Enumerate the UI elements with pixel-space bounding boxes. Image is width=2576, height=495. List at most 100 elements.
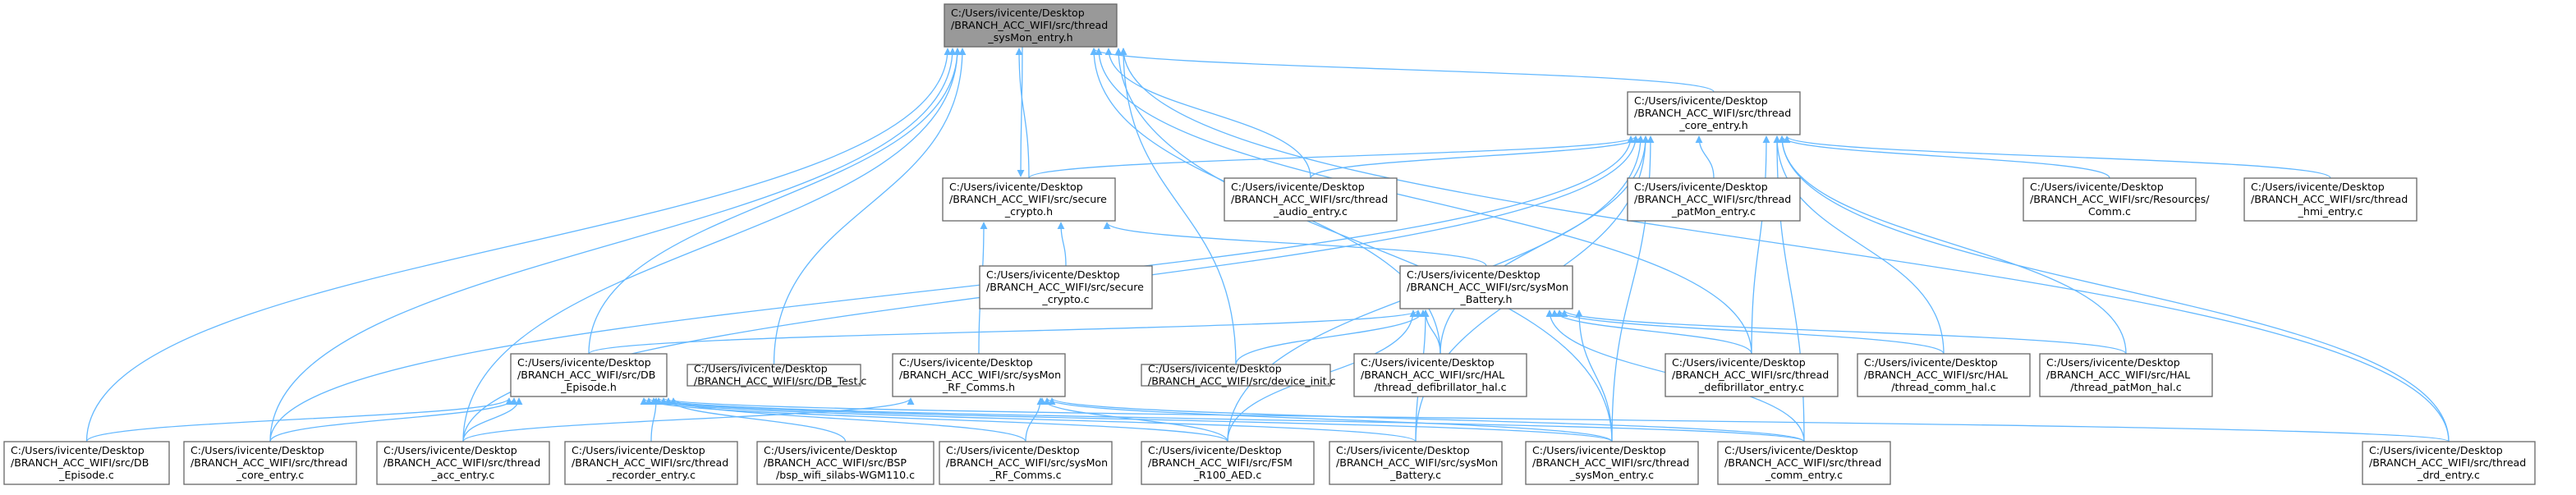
edge-secure-crypto-h-to-core-entry-h <box>1028 135 1640 179</box>
node-label-line: /BRANCH_ACC_WIFI/src/thread <box>1532 456 1689 469</box>
node-label-line: /BRANCH_ACC_WIFI/src/Resources/ <box>2030 193 2210 205</box>
node-label-line: /BRANCH_ACC_WIFI/src/thread <box>1724 456 1881 469</box>
node-label-line: /BRANCH_ACC_WIFI/src/thread <box>2251 193 2408 205</box>
edge <box>1090 48 1715 93</box>
node-audio-entry-c[interactable]: C:/Users/ivicente/Desktop/BRANCH_ACC_WIF… <box>1224 177 1398 222</box>
node-box <box>1665 353 1839 397</box>
node-label-line: _crypto.h <box>1004 205 1053 218</box>
node-sysmon-rf-comms-c[interactable]: C:/Users/ivicente/Desktop/BRANCH_ACC_WIF… <box>939 441 1113 485</box>
node-label-line: /thread_comm_hal.c <box>1891 381 1995 393</box>
node-label-line: C:/Users/ivicente/Desktop <box>1672 356 1806 369</box>
node-label-line: /BRANCH_ACC_WIFI/src/thread <box>572 456 728 469</box>
node-box <box>1141 441 1315 485</box>
node-label-line: C:/Users/ivicente/Desktop <box>1231 181 1365 193</box>
edge <box>462 397 915 442</box>
edge <box>1778 135 2110 179</box>
node-hal-patmon-c[interactable]: C:/Users/ivicente/Desktop/BRANCH_ACC_WIF… <box>2039 353 2213 397</box>
node-label-line: _Battery.c <box>1389 469 1441 481</box>
node-sysmon-entry-h[interactable]: C:/Users/ivicente/Desktop/BRANCH_ACC_WIF… <box>944 3 1118 48</box>
edge-db-episode-h-to-sysmon-battery-h <box>588 309 1422 355</box>
node-label-line: _core_entry.h <box>1678 119 1747 131</box>
node-label-line: C:/Users/ivicente/Desktop <box>11 444 145 456</box>
node-hal-comm-c[interactable]: C:/Users/ivicente/Desktop/BRANCH_ACC_WIF… <box>1857 353 2031 397</box>
node-label-line: C:/Users/ivicente/Desktop <box>191 444 324 456</box>
node-resources-comm-c[interactable]: C:/Users/ivicente/Desktop/BRANCH_ACC_WIF… <box>2023 177 2210 222</box>
edge-resources-comm-c-to-core-entry-h <box>1778 135 2110 179</box>
node-db-episode-h[interactable]: C:/Users/ivicente/Desktop/BRANCH_ACC_WIF… <box>510 353 668 397</box>
edge <box>588 309 1422 355</box>
node-label-line: C:/Users/ivicente/Desktop <box>2369 444 2503 456</box>
edge-sysmon-entry-c-to-db-episode-h <box>650 397 1613 442</box>
edge-audio-entry-c-to-core-entry-h <box>1310 135 1645 179</box>
node-label-line: /BRANCH_ACC_WIFI/src/secure <box>949 193 1107 205</box>
node-db-episode-c[interactable]: C:/Users/ivicente/Desktop/BRANCH_ACC_WIF… <box>3 441 170 485</box>
node-hmi-entry-c[interactable]: C:/Users/ivicente/Desktop/BRANCH_ACC_WIF… <box>2243 177 2418 222</box>
edge <box>269 397 518 442</box>
node-patmon-entry-c[interactable]: C:/Users/ivicente/Desktop/BRANCH_ACC_WIF… <box>1627 177 1801 222</box>
node-core-entry-h[interactable]: C:/Users/ivicente/Desktop/BRANCH_ACC_WIF… <box>1627 91 1801 135</box>
edge-sysmon-entry-c-to-sysmon-battery-h <box>1575 309 1613 442</box>
edge <box>650 397 1613 442</box>
edge <box>1310 135 1645 179</box>
edge-comm-entry-c-to-sysmon-rf-comms-h <box>1048 397 1805 442</box>
edge-sysmon-entry-c-to-sysmon-entry-h <box>1114 48 1613 442</box>
edge <box>664 397 847 442</box>
node-label-line: C:/Users/ivicente/Desktop <box>946 444 1080 456</box>
node-label-line: /BRANCH_ACC_WIFI/src/DB <box>11 456 149 469</box>
edge <box>1104 48 1311 179</box>
node-layer: C:/Users/ivicente/Desktop/BRANCH_ACC_WIF… <box>3 3 2536 485</box>
node-sysmon-entry-c[interactable]: C:/Users/ivicente/Desktop/BRANCH_ACC_WIF… <box>1525 441 1699 485</box>
node-defib-entry-c[interactable]: C:/Users/ivicente/Desktop/BRANCH_ACC_WIF… <box>1665 353 1839 397</box>
node-label-line: /bsp_wifi_silabs-WGM110.c <box>776 469 915 481</box>
node-fsm-r100-aed-c[interactable]: C:/Users/ivicente/Desktop/BRANCH_ACC_WIF… <box>1141 441 1315 485</box>
node-box <box>939 441 1113 485</box>
node-box <box>1353 353 1527 397</box>
node-hal-defib-c[interactable]: C:/Users/ivicente/Desktop/BRANCH_ACC_WIF… <box>1353 353 1527 397</box>
node-device-init-c[interactable]: C:/Users/ivicente/Desktop/BRANCH_ACC_WIF… <box>1141 363 1336 387</box>
node-label-line: /thread_patMon_hal.c <box>2070 381 2182 393</box>
edge <box>654 397 1805 442</box>
node-drd-entry-c[interactable]: C:/Users/ivicente/Desktop/BRANCH_ACC_WIF… <box>2362 441 2536 485</box>
node-secure-crypto-h[interactable]: C:/Users/ivicente/Desktop/BRANCH_ACC_WIF… <box>942 177 1116 222</box>
edge-audio-entry-c-to-sysmon-entry-h <box>1104 48 1311 179</box>
edge-hal-defib-c-to-core-entry-h <box>1440 135 1650 355</box>
node-label-line: _drd_entry.c <box>2417 469 2480 481</box>
node-label-line: /BRANCH_ACC_WIFI/src/HAL <box>1864 369 2008 381</box>
node-label-line: _R100_AED.c <box>1193 469 1262 481</box>
node-acc-entry-c[interactable]: C:/Users/ivicente/Desktop/BRANCH_ACC_WIF… <box>376 441 550 485</box>
node-bsp-wifi-c[interactable]: C:/Users/ivicente/Desktop/BRANCH_ACC_WIF… <box>756 441 934 485</box>
node-label-line: /BRANCH_ACC_WIFI/src/thread <box>191 456 347 469</box>
edge <box>1043 397 1613 442</box>
node-sysmon-battery-h[interactable]: C:/Users/ivicente/Desktop/BRANCH_ACC_WIF… <box>1399 265 1573 309</box>
node-label-line: /BRANCH_ACC_WIFI/src/device_init.c <box>1148 375 1336 387</box>
edge <box>269 48 957 442</box>
node-secure-crypto-c[interactable]: C:/Users/ivicente/Desktop/BRANCH_ACC_WIF… <box>979 265 1153 309</box>
node-label-line: C:/Users/ivicente/Desktop <box>986 268 1120 281</box>
edge <box>650 397 660 442</box>
edge-recorder-entry-c-to-db-episode-h <box>650 397 660 442</box>
node-label-line: /BRANCH_ACC_WIFI/src/thread <box>383 456 540 469</box>
node-label-line: /BRANCH_ACC_WIFI/src/FSM <box>1148 456 1293 469</box>
edge <box>773 48 967 365</box>
edge <box>640 397 1228 442</box>
edge <box>1119 48 2450 442</box>
node-box <box>892 353 1066 397</box>
edge-fsm-r100-aed-c-to-sysmon-rf-comms-h <box>1038 397 1228 442</box>
node-db-test-c[interactable]: C:/Users/ivicente/Desktop/BRANCH_ACC_WIF… <box>686 363 866 387</box>
edge-db-episode-c-to-sysmon-entry-h <box>85 48 952 442</box>
node-sysmon-rf-comms-h[interactable]: C:/Users/ivicente/Desktop/BRANCH_ACC_WIF… <box>892 353 1066 397</box>
node-label-line: /BRANCH_ACC_WIFI/src/sysMon <box>1407 281 1568 293</box>
edge-acc-entry-c-to-db-episode-h <box>462 397 523 442</box>
edge <box>1751 135 1770 355</box>
node-box <box>376 441 550 485</box>
node-box <box>1525 441 1699 485</box>
node-core-entry-c[interactable]: C:/Users/ivicente/Desktop/BRANCH_ACC_WIF… <box>183 441 357 485</box>
node-label-line: C:/Users/ivicente/Desktop <box>949 181 1083 193</box>
node-label-line: /BRANCH_ACC_WIFI/src/DB <box>517 369 655 381</box>
node-label-line: /BRANCH_ACC_WIFI/src/thread <box>1672 369 1829 381</box>
node-recorder-entry-c[interactable]: C:/Users/ivicente/Desktop/BRANCH_ACC_WIF… <box>564 441 738 485</box>
node-sysmon-battery-c[interactable]: C:/Users/ivicente/Desktop/BRANCH_ACC_WIF… <box>1329 441 1503 485</box>
node-label-line: C:/Users/ivicente/Desktop <box>1407 268 1541 281</box>
node-comm-entry-c[interactable]: C:/Users/ivicente/Desktop/BRANCH_ACC_WIF… <box>1717 441 1891 485</box>
